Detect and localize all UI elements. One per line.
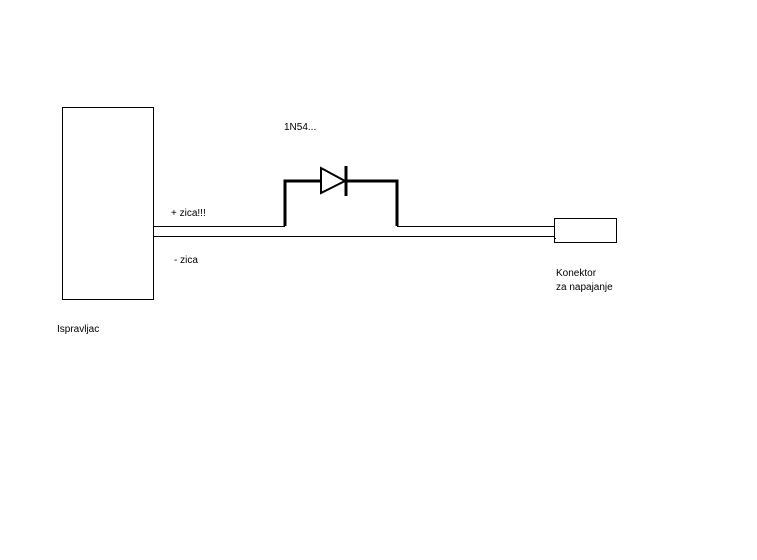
diode-label: 1N54... bbox=[284, 122, 317, 133]
negative-wire-label: - zica bbox=[174, 255, 198, 266]
connector-dot bbox=[555, 238, 556, 239]
connector-label-line1: Konektor bbox=[556, 268, 597, 279]
connector-box bbox=[554, 218, 617, 243]
rectifier-box bbox=[62, 107, 154, 300]
diode-symbol bbox=[320, 166, 348, 195]
rectifier-label: Ispravljac bbox=[57, 324, 100, 335]
positive-wire-label: + zica!!! bbox=[171, 208, 206, 219]
diode-branch-left bbox=[283, 179, 320, 226]
diode-branch-right bbox=[346, 179, 399, 226]
connector-label-line2: za napajanje bbox=[556, 282, 613, 293]
